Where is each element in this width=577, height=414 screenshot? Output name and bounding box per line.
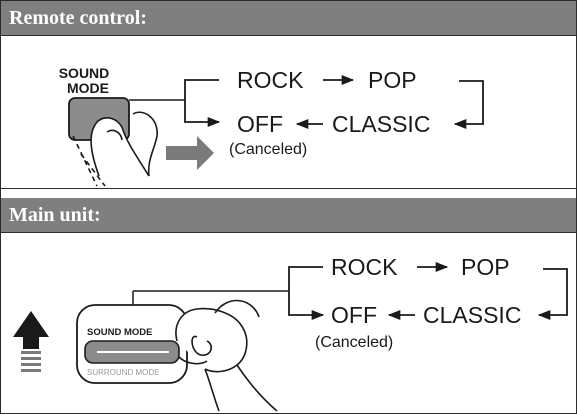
- cycle-rock: ROCK: [237, 67, 304, 93]
- remote-control-title: Remote control:: [9, 7, 147, 29]
- cycle-pop: POP: [368, 67, 417, 93]
- cycle-classic: CLASSIC: [423, 302, 521, 328]
- cycle-bracket-left: [184, 79, 221, 128]
- cycle-off: OFF: [331, 302, 377, 328]
- canceled-note: (Canceled): [229, 141, 307, 158]
- up-arrow-icon: [13, 311, 49, 372]
- cycle-bracket-left: [288, 266, 325, 321]
- cycle-off: OFF: [237, 111, 283, 137]
- main-unit-header: Main unit:: [1, 198, 576, 233]
- cycle-rock: ROCK: [331, 254, 398, 280]
- cycle-bracket-right: [453, 80, 484, 130]
- canceled-note: (Canceled): [315, 334, 393, 351]
- section-divider: [1, 188, 576, 189]
- right-arrow-icon: [166, 136, 214, 170]
- knob-bottom-label: SURROUND MODE: [87, 368, 159, 377]
- main-unit-title: Main unit:: [9, 204, 101, 226]
- finger-icon: [72, 111, 158, 187]
- hand-icon: [175, 299, 278, 412]
- cycle-bracket-right: [537, 268, 568, 321]
- main-unit-diagram: SOUND MODE SURROUND MODE ROCK POP CLASSI…: [13, 254, 568, 412]
- cycle-pop: POP: [461, 254, 510, 280]
- sound-mode-label-line2: MODE: [67, 80, 109, 96]
- knob-top-label: SOUND MODE: [87, 327, 152, 338]
- remote-control-header: Remote control:: [1, 1, 576, 36]
- cycle-classic: CLASSIC: [332, 111, 430, 137]
- remote-control-diagram: SOUND MODE ROCK POP CLASSIC: [59, 65, 484, 187]
- sound-mode-label-line1: SOUND: [59, 65, 110, 81]
